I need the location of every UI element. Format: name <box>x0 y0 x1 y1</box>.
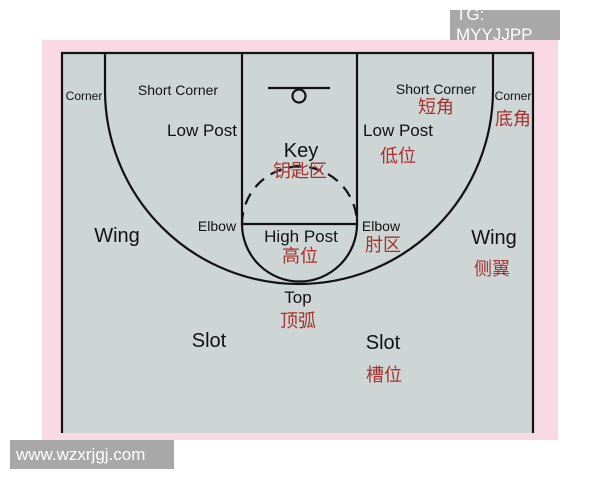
label-low-post-zh: 低位 <box>380 146 416 167</box>
sidelines-baseline <box>60 51 535 433</box>
label-corner-right: Corner <box>495 89 532 103</box>
label-top-zh: 顶弧 <box>280 311 316 332</box>
label-short-corner-left: Short Corner <box>138 82 218 98</box>
label-high-post-zh: 高位 <box>282 246 318 267</box>
label-top: Top <box>284 288 311 307</box>
label-wing-left: Wing <box>94 225 140 247</box>
label-slot-left: Slot <box>192 330 227 352</box>
watermark-bottom: www.wzxrjgj.com <box>10 440 174 469</box>
label-high-post: High Post <box>264 227 338 246</box>
label-wing-zh: 侧翼 <box>474 259 510 280</box>
label-low-post-left: Low Post <box>167 121 237 140</box>
rim <box>291 88 307 104</box>
label-elbow-left: Elbow <box>198 218 237 234</box>
court-floor <box>62 53 533 433</box>
label-low-post-right: Low Post <box>363 121 433 140</box>
free-throw-circle-upper <box>240 165 359 225</box>
label-short-corner-right: Short Corner <box>396 81 476 97</box>
label-slot-right: Slot <box>366 332 401 354</box>
free-throw-circle-lower <box>240 223 359 283</box>
label-short-corner-zh: 短角 <box>418 97 454 118</box>
label-key: Key <box>284 140 318 162</box>
label-corner-left: Corner <box>66 89 103 103</box>
court-lines <box>60 51 535 433</box>
label-elbow-zh: 肘区 <box>365 235 401 256</box>
label-corner-zh: 底角 <box>495 109 531 130</box>
watermark-top: TG: MYYJJPP <box>450 5 560 44</box>
label-slot-zh: 槽位 <box>366 365 402 386</box>
label-wing-right: Wing <box>471 227 517 249</box>
three-point-line <box>103 53 495 286</box>
label-elbow-right: Elbow <box>362 218 401 234</box>
lane <box>240 53 359 226</box>
label-key-zh: 钥匙区 <box>273 161 327 182</box>
